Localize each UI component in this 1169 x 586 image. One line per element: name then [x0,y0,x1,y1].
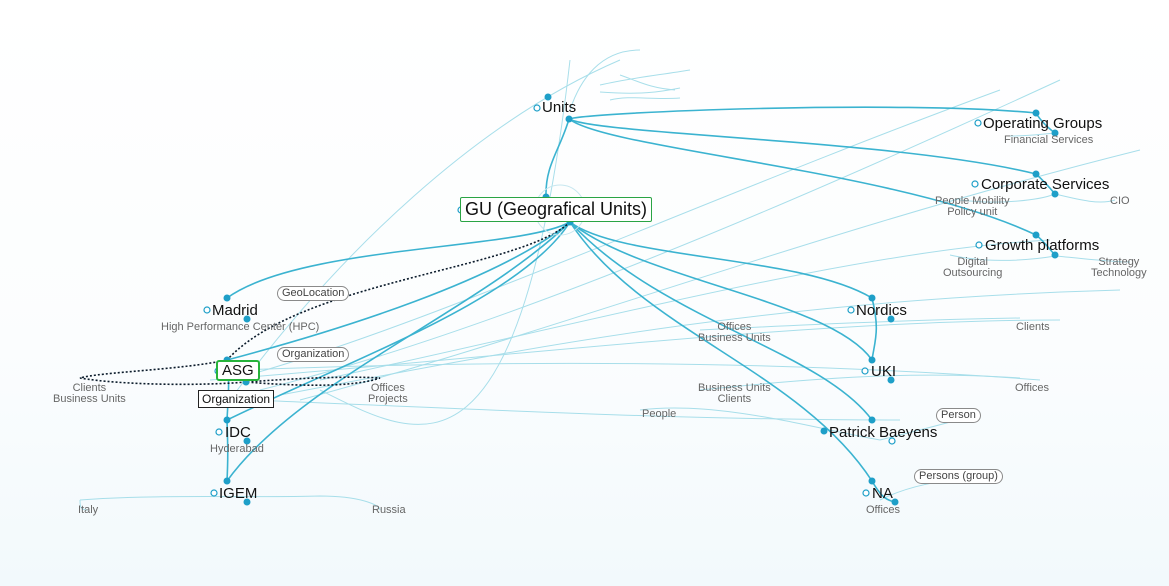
label-offices-business-units-mid[interactable]: Offices Business Units [698,322,771,344]
label-strategy-technology[interactable]: Strategy Technology [1091,257,1147,279]
label-business-units-left: Business Units [53,393,126,405]
tag-organization[interactable]: Organization [277,347,350,362]
label-business-units-clients-mid[interactable]: Business Units Clients [698,383,771,405]
label-strategy: Strategy [1098,256,1140,268]
node-idc[interactable]: IDC [225,424,251,441]
label-offices-right[interactable]: Offices [1015,382,1050,394]
highlight-path [79,221,571,386]
node-madrid[interactable]: Madrid [212,302,258,319]
label-clients-mid: Clients [717,393,752,405]
node-nordics[interactable]: Nordics [856,302,907,319]
node-operating-groups[interactable]: Operating Groups [983,115,1103,132]
label-business-units-mid: Business Units [698,332,771,344]
label-digital: Digital [957,256,988,268]
node-asg[interactable]: ASG [216,360,260,381]
label-offices-mid: Offices [717,321,752,333]
tag-geolocation[interactable]: GeoLocation [277,286,350,301]
tag-person[interactable]: Person [936,408,981,423]
label-people-mobility-line1: People Mobility [935,195,1010,207]
label-high-performance-center[interactable]: High Performance Center (HPC) [161,321,320,333]
label-projects-left: Projects [368,393,408,405]
label-offices-na[interactable]: Offices [866,504,901,516]
node-patrick-baeyens[interactable]: Patrick Baeyens [829,424,938,441]
node-units[interactable]: Units [542,99,577,116]
label-offices-left: Offices [370,382,405,394]
label-italy[interactable]: Italy [78,504,99,516]
node-igem[interactable]: IGEM [219,485,258,502]
label-cio[interactable]: CIO [1110,195,1130,207]
label-technology: Technology [1091,267,1147,279]
node-growth-platforms[interactable]: Growth platforms [985,237,1100,254]
node-uki[interactable]: UKI [871,363,897,380]
label-outsourcing: Outsourcing [943,267,1003,279]
node-corporate-services[interactable]: Corporate Services [981,176,1110,193]
node-gu-geografical-units[interactable]: GU (Geografical Units) [460,197,653,222]
label-russia[interactable]: Russia [372,504,406,516]
label-clients-left: Clients [72,382,107,394]
label-people[interactable]: People [642,408,677,420]
label-people-mobility-line2: Policy unit [947,206,998,218]
label-people-mobility[interactable]: People Mobility Policy unit [935,196,1010,218]
label-business-units-mid2: Business Units [698,382,771,394]
label-clients-right[interactable]: Clients [1016,321,1050,333]
tag-persons-group[interactable]: Persons (group) [914,469,1003,484]
label-offices-projects[interactable]: Offices Projects [368,383,408,405]
main-links [226,106,1056,503]
label-digital-outsourcing[interactable]: Digital Outsourcing [943,257,1002,279]
faint-links [79,49,1141,511]
node-na[interactable]: NA [872,485,893,502]
label-hyderabad[interactable]: Hyderabad [210,443,264,455]
label-clients-business-units[interactable]: Clients Business Units [53,383,126,405]
label-financial-services[interactable]: Financial Services [1004,134,1094,146]
box-organization[interactable]: Organization [198,390,275,408]
